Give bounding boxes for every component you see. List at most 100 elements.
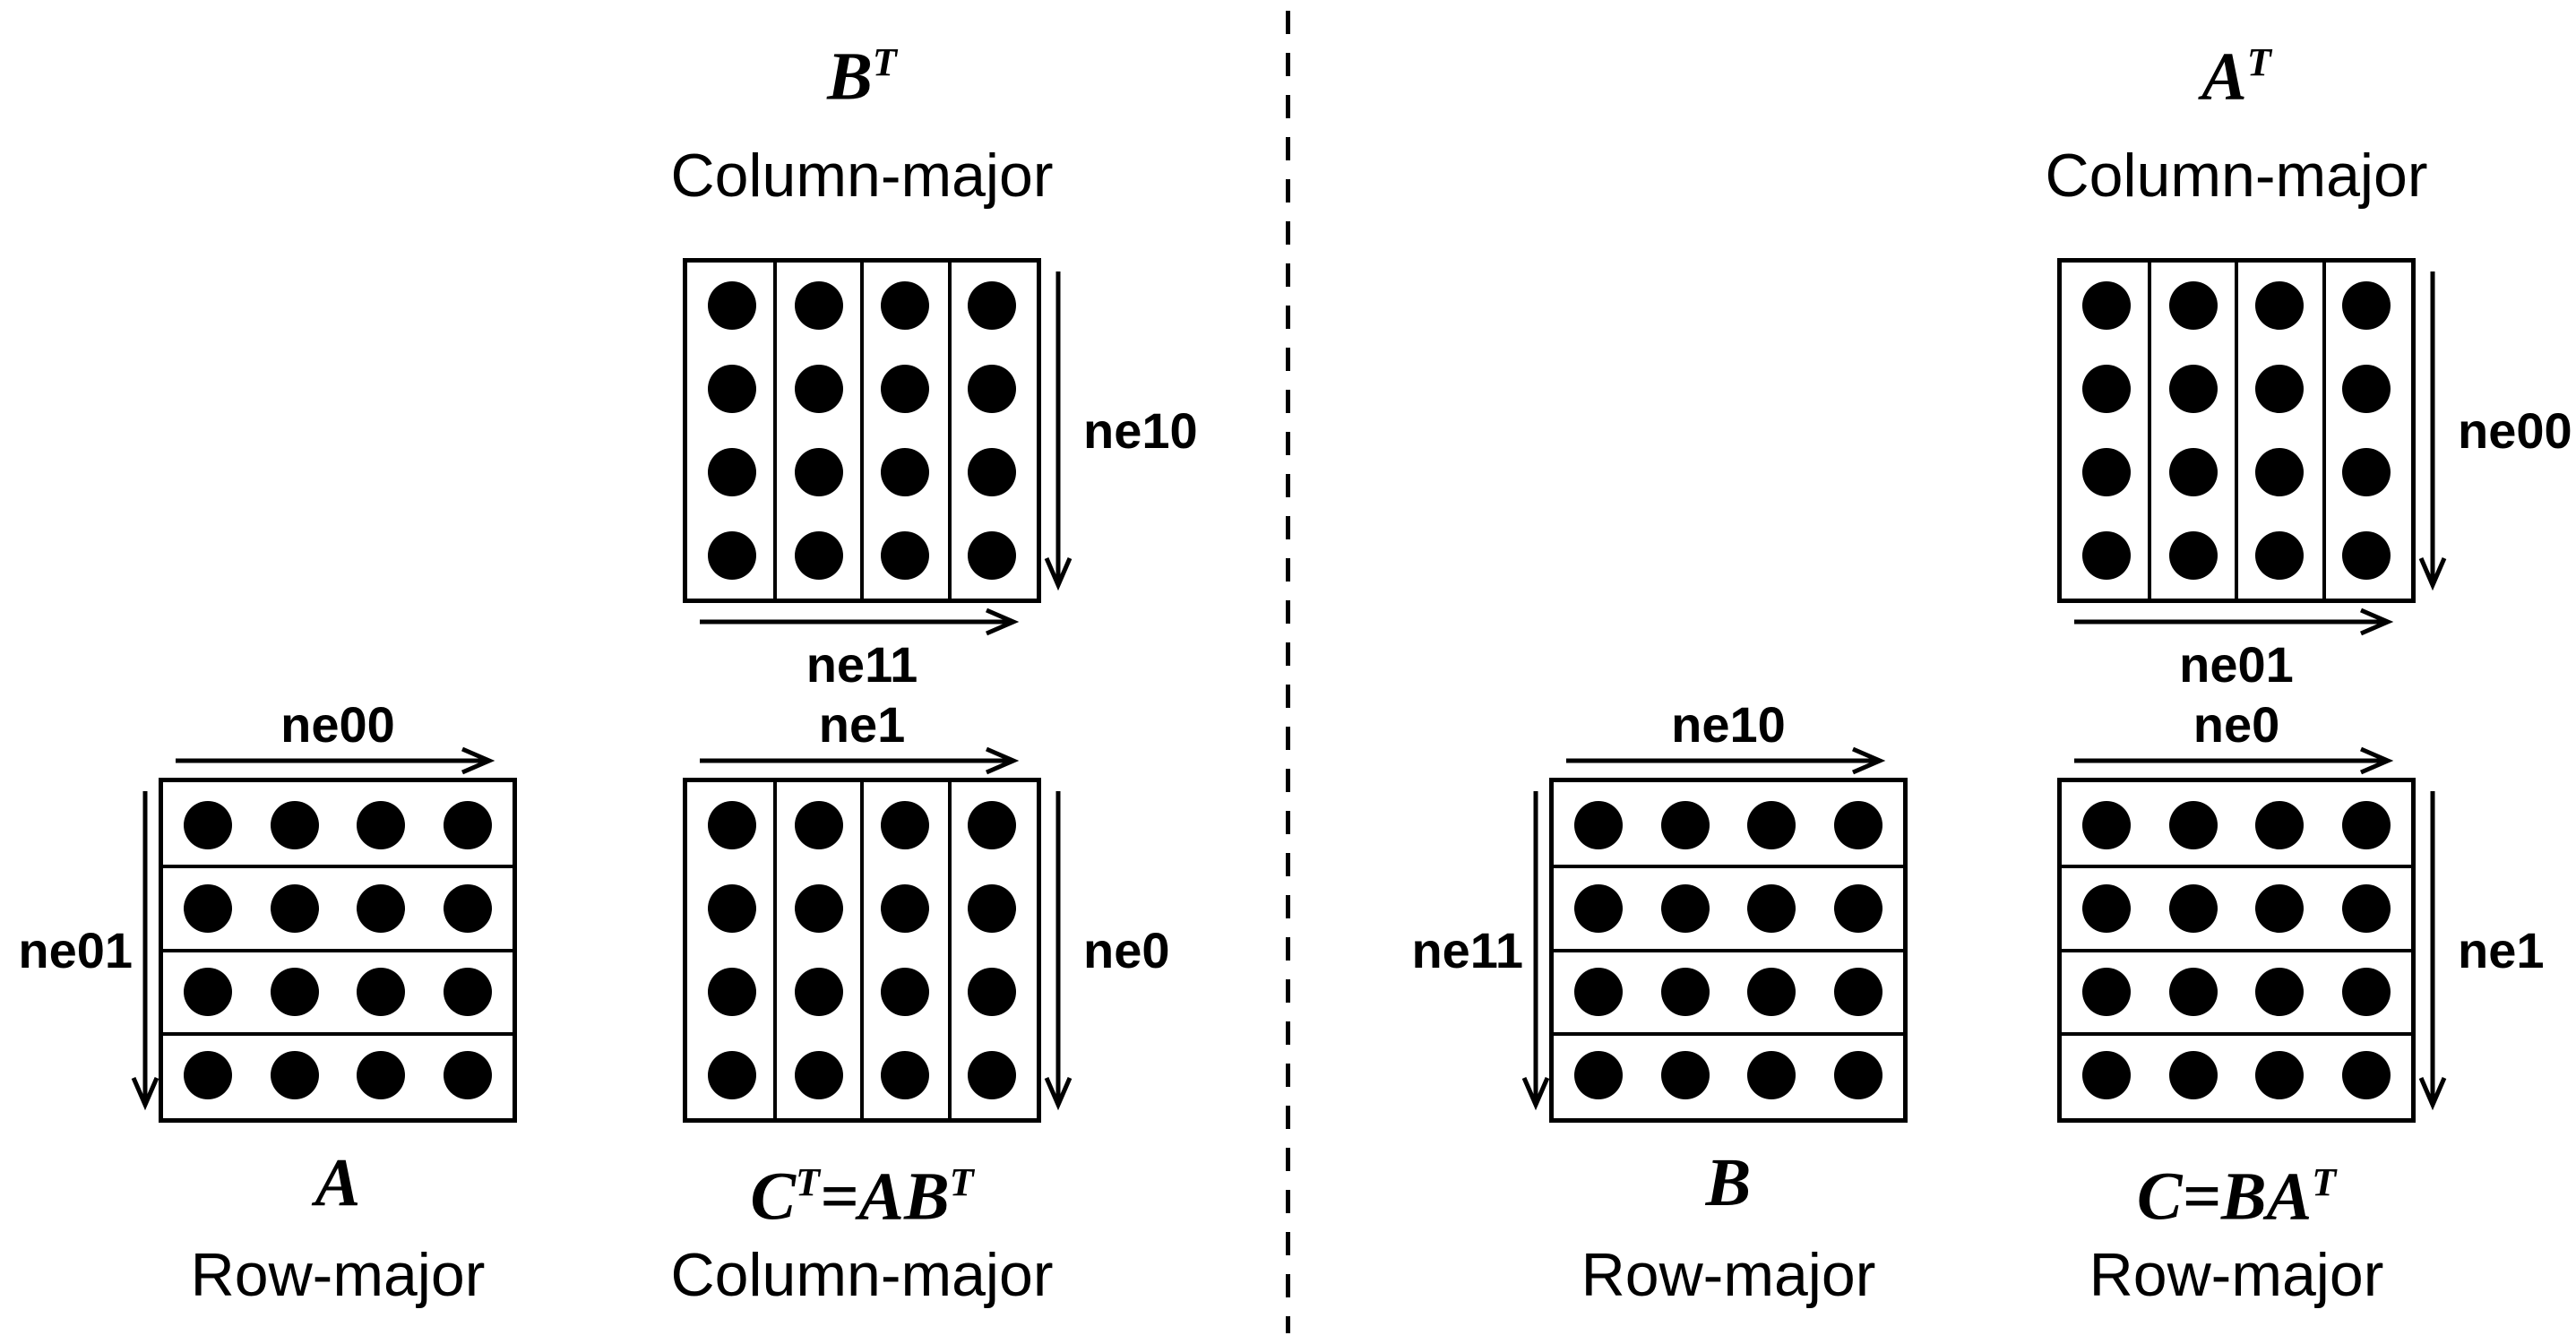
matrix-element-dot	[357, 1050, 406, 1099]
matrix-element-dot	[1833, 884, 1882, 934]
matrix-element-dot	[270, 967, 319, 1016]
matrix-element-dot	[1747, 1050, 1796, 1099]
matrix-element-dot	[2341, 365, 2391, 414]
matrix-element-dot	[967, 801, 1016, 850]
arrow-right-icon	[700, 607, 1020, 636]
grid-divider	[860, 782, 864, 1118]
superscript: T	[872, 40, 897, 84]
storage-order-label-at: Column-major	[2045, 142, 2428, 210]
storage-order-label-ct: Column-major	[670, 1241, 1054, 1309]
dimension-arrow-left	[1520, 789, 1552, 1112]
matrix-element-dot	[881, 884, 930, 934]
matrix-element-dot	[881, 967, 930, 1016]
grid-divider	[1554, 948, 1903, 952]
matrix-element-dot	[2168, 365, 2218, 414]
matrix-element-dot	[1660, 1050, 1710, 1099]
arrow-down-icon	[1044, 791, 1073, 1111]
superscript: T	[796, 1160, 820, 1204]
arrow-right-icon	[1566, 746, 1886, 775]
matrix-element-dot	[443, 967, 492, 1016]
dimension-arrow-top	[174, 745, 496, 777]
matrix-element-dot	[2082, 801, 2132, 850]
panel-divider-dashed-line	[1286, 11, 1290, 1333]
matrix-name-bt: BT	[827, 39, 897, 115]
matrix-element-dot	[1660, 884, 1710, 934]
dot-grid	[2063, 264, 2409, 597]
matrix-element-dot	[357, 801, 406, 850]
dimension-arrow-left	[129, 789, 161, 1112]
matrix-element-dot	[2255, 967, 2305, 1016]
matrix-element-dot	[794, 801, 843, 850]
matrix-name-ct: CT=ABT	[750, 1159, 974, 1235]
arrow-down-icon	[2418, 791, 2447, 1111]
matrix-element-dot	[2082, 967, 2132, 1016]
matrix-element-dot	[2168, 801, 2218, 850]
matrix-element-dot	[2168, 281, 2218, 331]
matrix-element-dot	[967, 967, 1016, 1016]
matrix-element-dot	[708, 1050, 757, 1099]
matrix-element-dot	[2341, 447, 2391, 496]
matrix-element-dot	[2082, 447, 2132, 496]
matrix-element-dot	[1574, 801, 1624, 850]
matrix-element-dot	[1574, 967, 1624, 1016]
dot-grid	[2063, 784, 2409, 1116]
matrix-element-dot	[184, 967, 233, 1016]
matrix-element-dot	[2255, 365, 2305, 414]
matrix-element-dot	[708, 967, 757, 1016]
dimension-label-ne11: ne11	[806, 636, 918, 693]
matrix-element-dot	[184, 801, 233, 850]
matrix-element-dot	[2255, 801, 2305, 850]
matrix-element-dot	[2168, 530, 2218, 580]
dimension-arrow-top	[1564, 745, 1887, 777]
arrow-down-icon	[2418, 271, 2447, 591]
matrix-element-dot	[967, 884, 1016, 934]
dimension-arrow-top	[698, 745, 1021, 777]
arrow-right-icon	[176, 746, 495, 775]
matrix-element-dot	[184, 884, 233, 934]
grid-divider	[2062, 864, 2411, 868]
grid-divider	[772, 782, 777, 1118]
dimension-arrow-top	[2072, 745, 2395, 777]
dimension-label-ne11: ne11	[1411, 921, 1523, 978]
matrix-element-dot	[2255, 884, 2305, 934]
matrix-element-dot	[1574, 884, 1624, 934]
matrix-element-dot	[708, 530, 757, 580]
matrix-element-dot	[794, 447, 843, 496]
matrix-element-dot	[708, 884, 757, 934]
grid-divider	[2235, 263, 2238, 599]
dot-grid	[1555, 784, 1901, 1116]
matrix-element-dot	[967, 530, 1016, 580]
matrix-element-dot	[2168, 447, 2218, 496]
dimension-label-ne01: ne01	[2179, 636, 2294, 693]
grid-divider	[947, 263, 952, 599]
matrix-element-dot	[443, 884, 492, 934]
dimension-label-ne00: ne00	[280, 696, 395, 753]
grid-divider	[2062, 1032, 2411, 1037]
matrix-element-dot	[1833, 1050, 1882, 1099]
dimension-label-ne1: ne1	[818, 696, 906, 753]
matrix-element-dot	[881, 365, 930, 414]
matrix-element-dot	[270, 884, 319, 934]
dimension-arrow-bottom	[698, 606, 1021, 638]
matrix-element-dot	[357, 967, 406, 1016]
storage-order-label-b: Row-major	[1581, 1241, 1876, 1309]
matrix-element-dot	[1747, 884, 1796, 934]
dimension-label-ne10: ne10	[1083, 401, 1198, 459]
matrix-element-dot	[1660, 967, 1710, 1016]
matrix-element-dot	[794, 884, 843, 934]
arrow-right-icon	[2074, 746, 2394, 775]
matrix-element-dot	[270, 801, 319, 850]
grid-divider	[772, 263, 777, 599]
matrix-element-dot	[2168, 884, 2218, 934]
grid-divider	[2322, 263, 2326, 599]
matrix-element-dot	[708, 281, 757, 331]
arrow-down-icon	[1044, 271, 1073, 591]
matrix-element-dot	[967, 1050, 1016, 1099]
matrix-element-dot	[881, 1050, 930, 1099]
matrix-element-dot	[708, 447, 757, 496]
